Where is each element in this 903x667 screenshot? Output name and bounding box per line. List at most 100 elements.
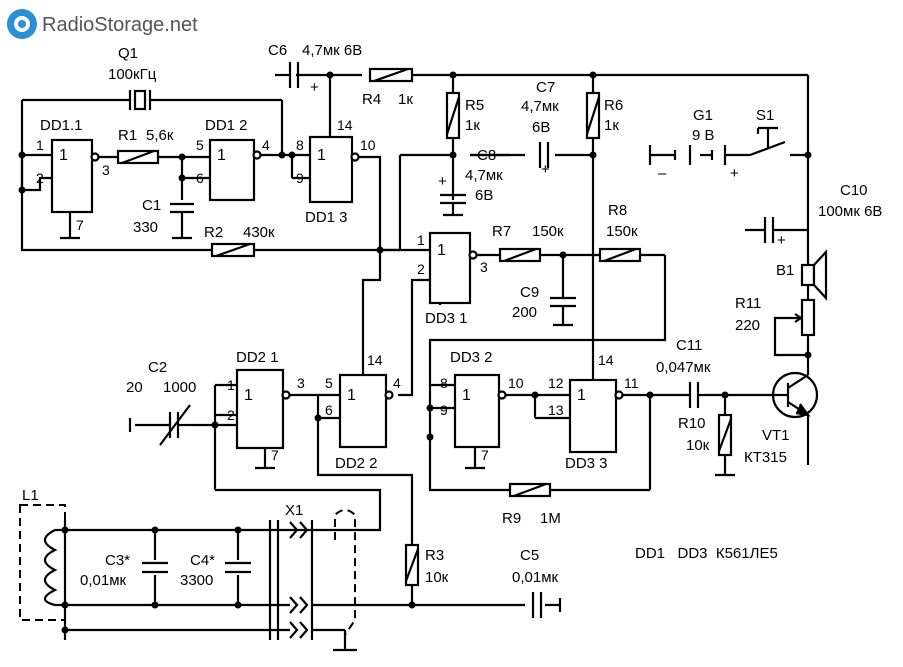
label-c7-value: 4,7мк <box>521 98 559 115</box>
svg-text:14: 14 <box>337 117 353 133</box>
label-c8-voltage: 6В <box>475 187 493 204</box>
label-c11: C11 <box>676 337 702 354</box>
label-r5: R5 <box>465 97 484 114</box>
label-c4: C4* <box>190 552 215 569</box>
label-c10: C10 <box>840 182 868 199</box>
svg-text:3: 3 <box>102 162 110 178</box>
label-dd3-3: DD3 3 <box>565 455 608 472</box>
svg-text:1: 1 <box>317 147 326 164</box>
label-r1-value: 5,6к <box>146 127 174 144</box>
gate-function-labels: 1 1 1 1 1 1 1 1 <box>59 147 586 404</box>
svg-text:1: 1 <box>36 137 44 153</box>
site-logo[interactable]: RadioStorage.net <box>7 9 198 39</box>
label-c9: C9 <box>520 284 539 301</box>
gate-dd2-1 <box>235 368 285 450</box>
wires <box>20 73 810 652</box>
resistor-r4 <box>368 67 414 83</box>
label-c2: C2 <box>148 359 167 376</box>
svg-text:6: 6 <box>325 402 333 418</box>
component-labels: Q1 100кГц C6 4,7мк 6В R4 1к R5 1к C7 4,7… <box>22 42 882 589</box>
svg-text:1: 1 <box>227 377 235 393</box>
label-dd3-1: DD3 1 <box>425 310 468 327</box>
resistor-r5 <box>445 91 461 140</box>
resistors <box>116 67 816 587</box>
label-dd3-2: DD3 2 <box>450 349 493 366</box>
label-x1: X1 <box>285 502 303 519</box>
svg-text:+: + <box>310 79 319 96</box>
transistor-vt1 <box>771 371 819 419</box>
svg-text:9: 9 <box>296 170 304 186</box>
svg-text:4: 4 <box>262 137 270 153</box>
capacitor-c9 <box>550 296 576 327</box>
label-s1: S1 <box>756 107 774 124</box>
svg-text:6: 6 <box>196 170 204 186</box>
label-c6: C6 <box>268 42 287 59</box>
capacitor-c2-variable <box>128 404 191 446</box>
svg-text:+: + <box>541 161 550 178</box>
label-r8-value: 150к <box>606 223 638 240</box>
battery-g1 <box>648 145 727 165</box>
label-dd2-2: DD2 2 <box>335 455 378 472</box>
label-g1-value: 9 В <box>692 127 715 144</box>
capacitor-c1 <box>170 202 194 240</box>
label-r2: R2 <box>204 224 223 241</box>
label-r11-value: 220 <box>735 317 760 334</box>
label-r7-value: 150к <box>532 223 564 240</box>
label-c4-value: 3300 <box>180 572 213 589</box>
svg-text:1: 1 <box>417 232 425 248</box>
svg-text:+: + <box>438 173 447 190</box>
svg-text:7: 7 <box>481 447 489 463</box>
svg-text:7: 7 <box>271 447 279 463</box>
label-c1: C1 <box>142 197 161 214</box>
svg-text:3: 3 <box>297 375 305 391</box>
svg-text:10: 10 <box>360 137 376 153</box>
svg-text:2: 2 <box>36 170 44 186</box>
resistor-r3 <box>404 543 420 587</box>
capacitors <box>128 62 790 618</box>
svg-text:2: 2 <box>227 407 235 423</box>
pin-numbers: 1 2 3 7 5 6 4 8 9 14 10 1 2 3 1 2 3 7 5 … <box>36 117 639 463</box>
label-c5-value: 0,01мк <box>512 569 559 586</box>
crystal-q1 <box>128 89 152 111</box>
svg-text:1: 1 <box>437 242 446 259</box>
label-r9-value: 1М <box>540 510 561 527</box>
svg-text:1: 1 <box>217 147 226 164</box>
svg-text:1: 1 <box>577 387 586 404</box>
svg-text:11: 11 <box>624 375 639 391</box>
label-dd1-2: DD1 2 <box>205 117 248 134</box>
svg-text:4: 4 <box>393 375 401 391</box>
svg-text:5: 5 <box>196 137 204 153</box>
label-c7-voltage: 6В <box>532 119 550 136</box>
label-c11-value: 0,047мк <box>656 359 711 376</box>
label-r11: R11 <box>735 295 761 312</box>
inductor-l1 <box>43 528 65 607</box>
speaker-b1 <box>800 249 828 301</box>
resistor-r9 <box>508 482 552 498</box>
label-r10: R10 <box>678 415 706 432</box>
label-r7: R7 <box>492 223 511 240</box>
shield-dashed <box>19 504 356 636</box>
svg-text:8: 8 <box>296 137 304 153</box>
svg-text:3: 3 <box>480 259 488 275</box>
label-b1: B1 <box>776 262 794 279</box>
logic-gates <box>50 135 624 454</box>
label-c3-value: 0,01мк <box>80 572 127 589</box>
label-r3: R3 <box>425 547 444 564</box>
svg-text:13: 13 <box>548 402 564 418</box>
svg-text:12: 12 <box>548 375 564 391</box>
label-c2-max: 1000 <box>163 379 196 396</box>
svg-text:8: 8 <box>440 375 448 391</box>
label-c8-value: 4,7мк <box>465 167 503 184</box>
label-chip-note: DD1 DD3 К561ЛЕ5 <box>635 545 778 562</box>
resistor-r8 <box>598 247 642 263</box>
svg-text:+: + <box>777 232 786 249</box>
svg-text:14: 14 <box>598 352 614 368</box>
label-r2-value: 430к <box>243 224 275 241</box>
label-c3: C3* <box>105 552 130 569</box>
label-vt1: VT1 <box>762 427 790 444</box>
label-c6-value: 4,7мк 6В <box>302 42 362 59</box>
label-q1: Q1 <box>118 45 138 62</box>
label-c2-min: 20 <box>126 379 143 396</box>
capacitor-c11 <box>688 382 705 408</box>
switch-s1 <box>749 126 786 157</box>
